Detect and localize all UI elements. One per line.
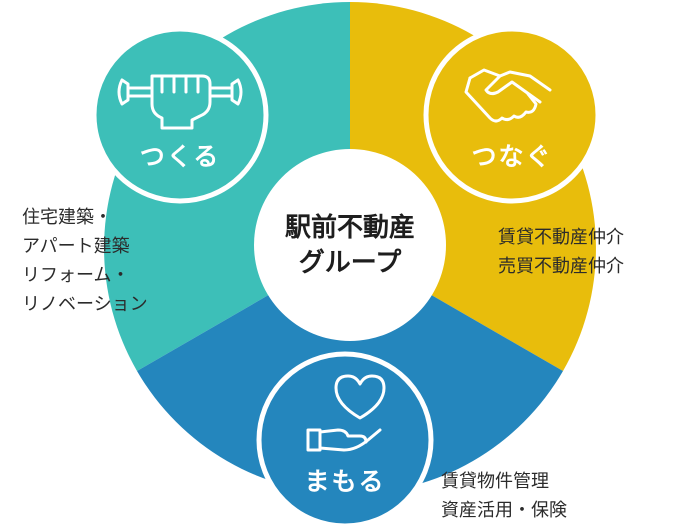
node-mamoru: まもる bbox=[256, 351, 434, 529]
handshake-icon bbox=[464, 68, 552, 123]
desc-mamoru: 賃貸物件管理 資産活用・保険 bbox=[441, 467, 567, 525]
node-tsukuru: つくる bbox=[91, 26, 269, 204]
desc-tsukuru-line: リフォーム・ bbox=[22, 265, 130, 286]
center-circle bbox=[254, 149, 446, 341]
label-mamoru: まもる bbox=[304, 467, 385, 496]
desc-tsukuru-line: アパート建築 bbox=[22, 236, 130, 257]
desc-tsunagu-line: 売買不動産仲介 bbox=[498, 256, 624, 277]
desc-tsunagu-line: 賃貸不動産仲介 bbox=[498, 227, 624, 248]
desc-mamoru-line: 賃貸物件管理 bbox=[441, 471, 549, 492]
desc-mamoru-line: 資産活用・保険 bbox=[441, 500, 567, 521]
center-title-line2: グループ bbox=[299, 248, 402, 278]
desc-tsunagu: 賃貸不動産仲介 売買不動産仲介 bbox=[498, 223, 624, 281]
center-title-line1: 駅前不動産 bbox=[285, 212, 415, 243]
node-tsunagu: つなぐ bbox=[423, 26, 601, 204]
wrench-fist-icon bbox=[117, 74, 243, 130]
desc-tsukuru-line: リノベーション bbox=[22, 294, 148, 315]
label-tsunagu: つなぐ bbox=[471, 142, 552, 171]
desc-tsukuru: 住宅建築・ アパート建築 リフォーム・ リノベーション bbox=[22, 203, 148, 319]
hand-heart-icon bbox=[306, 374, 386, 452]
label-tsukuru: つくる bbox=[140, 142, 221, 171]
desc-tsukuru-line: 住宅建築・ bbox=[22, 207, 112, 228]
